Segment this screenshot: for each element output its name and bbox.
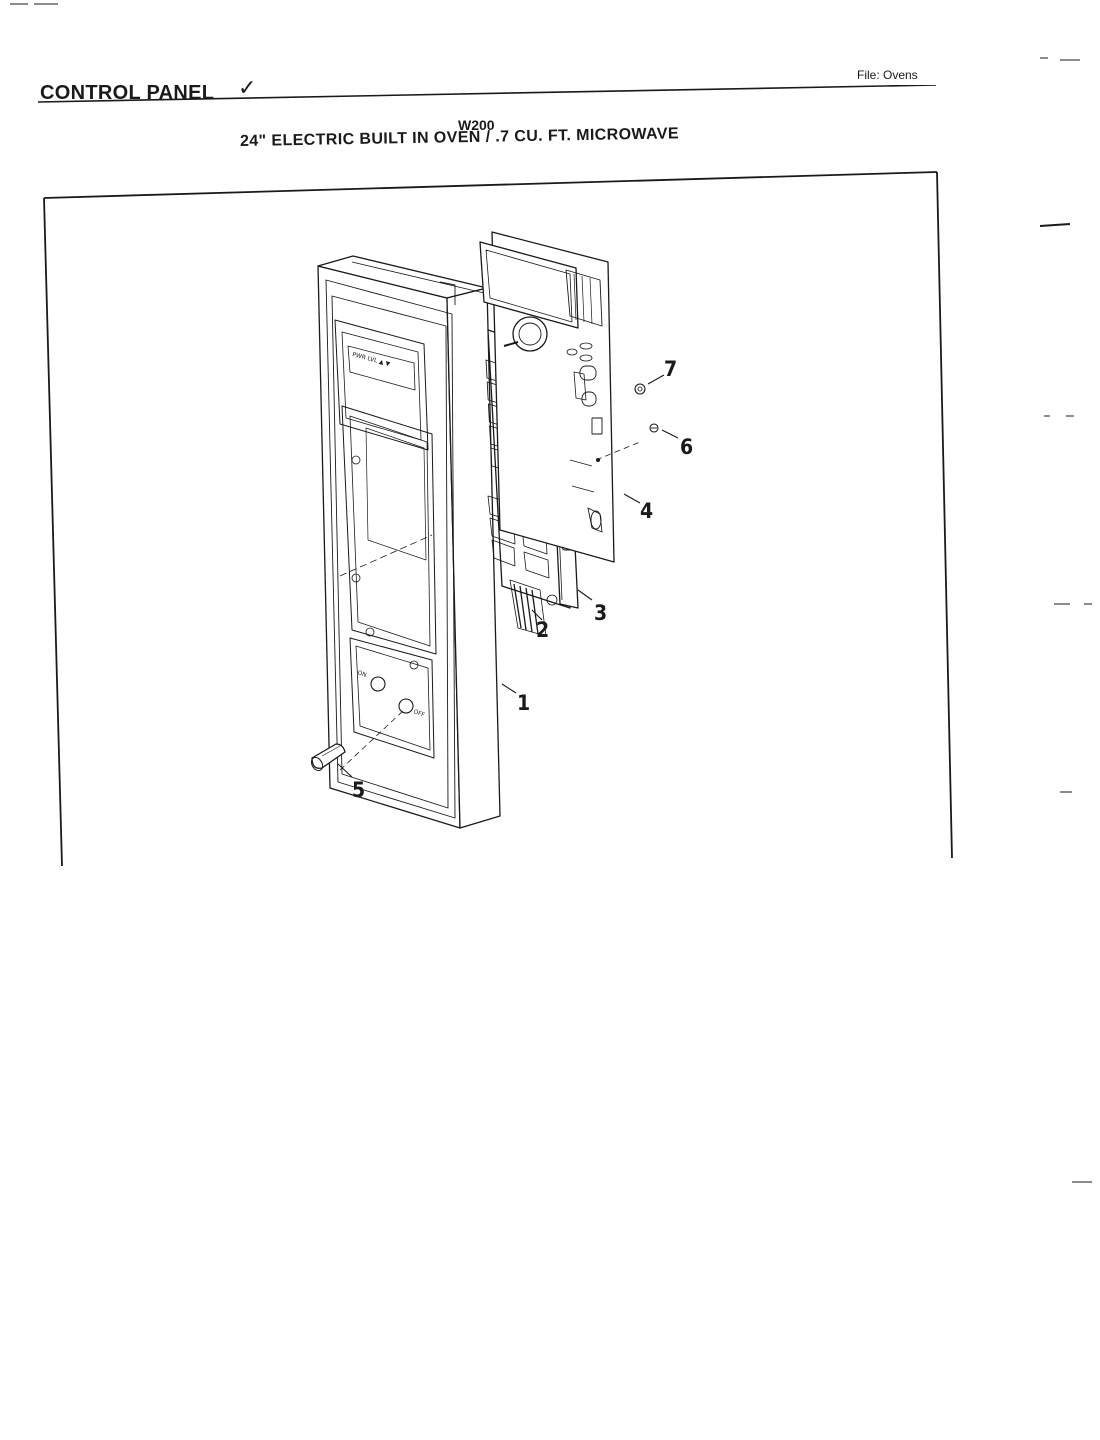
leader-lines — [337, 374, 679, 778]
callout-1: 1 — [517, 691, 530, 715]
callout-7: 7 — [664, 357, 677, 381]
scan-edge-marks — [10, 3, 1092, 1183]
callout-3: 3 — [594, 601, 607, 625]
callout-numbers: 1 2 3 4 5 6 7 — [352, 357, 693, 802]
screw-part — [649, 423, 659, 433]
on-label: ON — [356, 669, 367, 679]
callout-5: 5 — [352, 778, 365, 802]
control-panel-housing: PWR LVL ▲ ▼ ON OFF — [317, 255, 501, 829]
page-title: CONTROL PANEL — [40, 82, 215, 104]
callout-4: 4 — [640, 499, 653, 523]
diagram-frame — [43, 171, 953, 867]
callout-6: 6 — [680, 435, 693, 459]
callout-2: 2 — [536, 618, 549, 642]
check-mark-icon: ✓ — [238, 76, 257, 101]
off-label: OFF — [412, 708, 426, 719]
knob-part — [310, 743, 346, 772]
control-circuit-board — [479, 231, 641, 563]
file-label: File: Ovens — [857, 68, 918, 82]
washer-part — [634, 383, 646, 395]
title-rule — [38, 85, 936, 103]
model-number: W200 — [458, 117, 495, 133]
